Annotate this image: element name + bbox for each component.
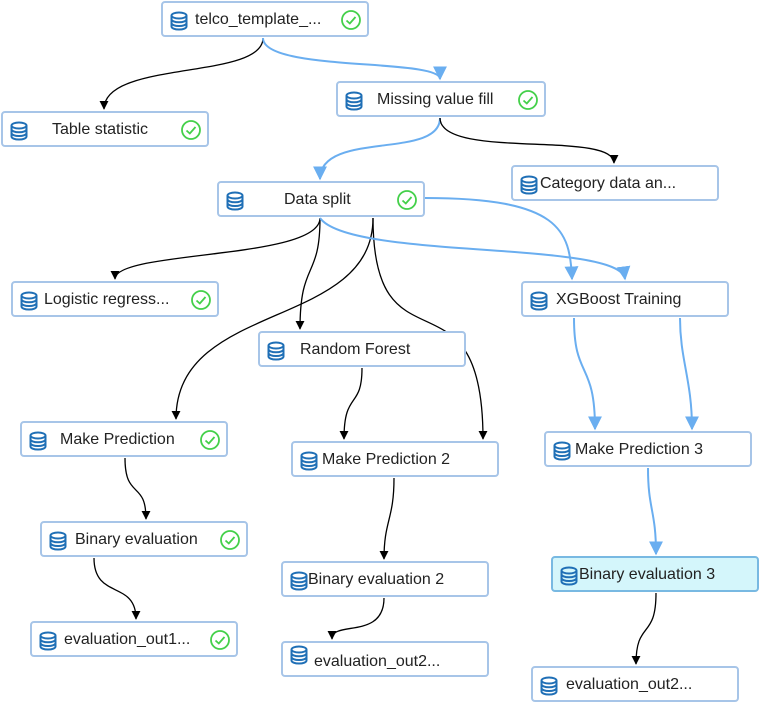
node-binary-evaluation[interactable]: Binary evaluation: [40, 521, 248, 557]
node-label: evaluation_out1...: [64, 631, 191, 648]
node-evaluation-out1[interactable]: evaluation_out1...: [30, 621, 238, 657]
node-evaluation-out2-b[interactable]: evaluation_out2...: [531, 666, 739, 702]
node-label: Make Prediction: [60, 431, 175, 448]
database-icon: [290, 571, 308, 591]
database-icon: [267, 341, 285, 361]
edge-xgb-to-pred3-a[interactable]: [573, 317, 602, 431]
edge-telco-to-missing-value-fill[interactable]: [262, 37, 447, 81]
edge-eval3-to-output-2b[interactable]: [631, 592, 657, 665]
node-category-data-analysis[interactable]: Category data an...: [511, 165, 719, 201]
edge-eval-to-output-1[interactable]: [93, 557, 141, 620]
node-data-split[interactable]: Data split: [217, 181, 425, 217]
edge-split-to-random-forest[interactable]: [295, 217, 321, 330]
database-icon: [39, 631, 57, 651]
edge-split-to-xgboost-b[interactable]: [319, 217, 631, 281]
database-icon: [345, 91, 363, 111]
node-label: Logistic regress...: [44, 291, 170, 308]
check-circle-icon: [191, 290, 211, 310]
database-icon: [520, 175, 538, 195]
node-label: Random Forest: [300, 341, 411, 358]
check-circle-icon: [518, 90, 538, 110]
database-icon: [29, 431, 47, 451]
node-make-prediction[interactable]: Make Prediction: [20, 421, 228, 457]
edge-rf-to-make-prediction-2[interactable]: [339, 367, 363, 440]
database-icon: [530, 291, 548, 311]
node-label: Make Prediction 3: [575, 441, 704, 458]
database-icon: [300, 451, 318, 471]
edge-missing-to-category[interactable]: [439, 117, 619, 164]
node-label: Table statistic: [52, 121, 149, 138]
database-icon: [560, 566, 578, 586]
check-circle-icon: [341, 10, 361, 30]
node-missing-value-fill[interactable]: Missing value fill: [336, 81, 546, 117]
node-make-prediction-2[interactable]: Make Prediction 2: [291, 441, 499, 477]
node-label: Data split: [284, 191, 351, 208]
edge-pred2-to-binary-eval-2[interactable]: [379, 477, 395, 560]
database-icon: [290, 645, 308, 665]
edge-telco-to-table-statistic[interactable]: [99, 37, 264, 110]
edge-missing-to-data-split[interactable]: [313, 117, 441, 181]
edge-split-to-make-prediction[interactable]: [171, 217, 374, 420]
database-icon: [540, 676, 558, 696]
database-icon: [49, 531, 67, 551]
check-circle-icon: [181, 120, 201, 140]
check-circle-icon: [200, 430, 220, 450]
node-xgboost-training[interactable]: XGBoost Training: [521, 281, 729, 317]
edge-split-to-make-prediction-2[interactable]: [372, 217, 488, 440]
edge-pred-to-binary-eval[interactable]: [124, 457, 151, 520]
node-binary-evaluation-3[interactable]: Binary evaluation 3: [551, 556, 759, 592]
node-table-statistic[interactable]: Table statistic: [1, 111, 209, 147]
node-telco-template[interactable]: telco_template_...: [161, 1, 369, 37]
node-label: evaluation_out2...: [566, 676, 693, 693]
node-binary-evaluation-2[interactable]: Binary evaluation 2: [281, 561, 489, 597]
node-label: Binary evaluation 3: [579, 566, 716, 583]
database-icon: [553, 441, 571, 461]
database-icon: [20, 291, 38, 311]
node-make-prediction-3[interactable]: Make Prediction 3: [544, 431, 752, 467]
check-circle-icon: [220, 530, 240, 550]
check-circle-icon: [210, 630, 230, 650]
check-circle-icon: [397, 190, 417, 210]
edge-split-to-logistic[interactable]: [110, 217, 321, 280]
node-label: evaluation_out2...: [314, 653, 441, 670]
node-label: XGBoost Training: [556, 291, 682, 308]
node-random-forest[interactable]: Random Forest: [258, 331, 466, 367]
node-label: Binary evaluation: [75, 531, 198, 548]
node-label: Binary evaluation 2: [308, 571, 445, 588]
node-label: Missing value fill: [377, 91, 494, 108]
edge-xgb-to-pred3-b[interactable]: [679, 317, 699, 431]
edge-split-to-xgboost-a[interactable]: [424, 197, 579, 281]
edge-eval2-to-output-2[interactable]: [327, 597, 385, 640]
node-evaluation-out2[interactable]: evaluation_out2...: [281, 641, 489, 677]
edge-pred3-to-binary-eval-3[interactable]: [647, 467, 663, 556]
node-label: telco_template_...: [195, 11, 322, 28]
database-icon: [10, 121, 28, 141]
node-label: Category data an...: [540, 175, 677, 192]
node-label: Make Prediction 2: [322, 451, 451, 468]
database-icon: [170, 11, 188, 31]
node-logistic-regression[interactable]: Logistic regress...: [11, 281, 219, 317]
database-icon: [226, 191, 244, 211]
